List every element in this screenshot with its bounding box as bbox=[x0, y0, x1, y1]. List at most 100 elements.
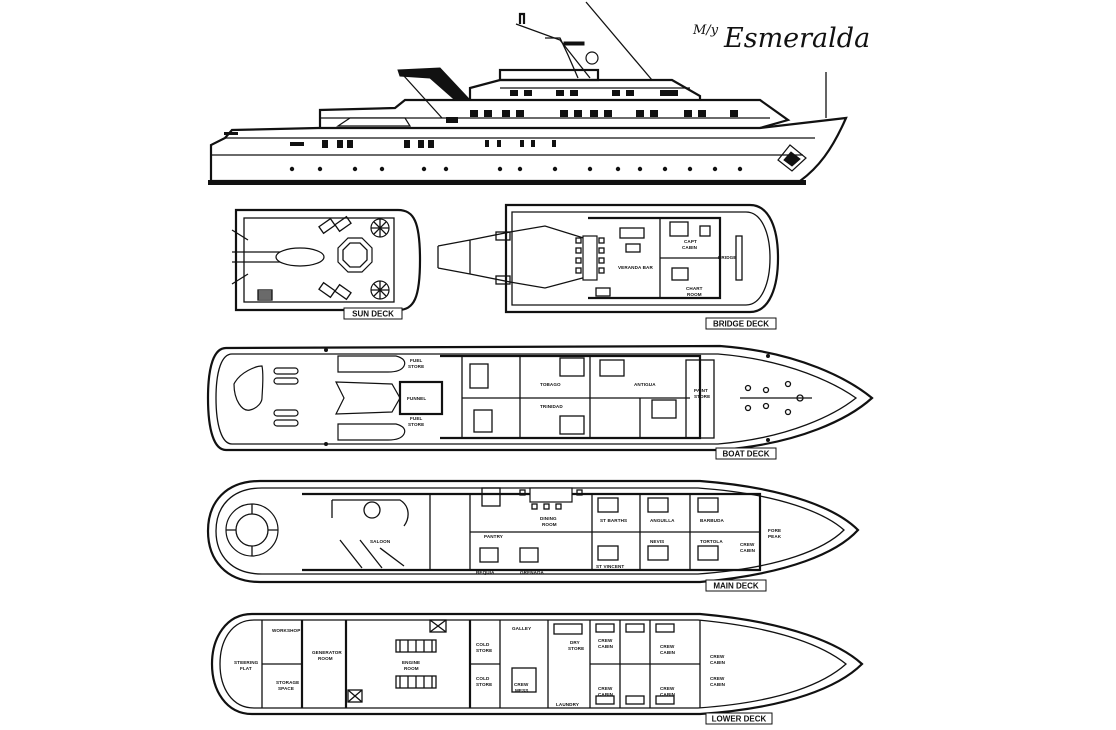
label-cabin-trinidad: TRINIDAD bbox=[540, 404, 563, 409]
bridge-deck-label-box bbox=[705, 317, 777, 330]
boat-jetski bbox=[233, 365, 264, 411]
label-crew-cabin-e-1: CREW bbox=[660, 686, 675, 691]
profile-wheelhouse bbox=[498, 68, 600, 82]
label-laundry: LAUNDRY bbox=[556, 702, 579, 707]
lower-deck-label: LOWER DECK bbox=[712, 715, 767, 724]
sun-deck-stairs bbox=[257, 289, 273, 301]
label-capt-cabin-1: CAPT bbox=[684, 239, 697, 244]
sun-deck-label-box bbox=[343, 307, 403, 320]
label-storage-space-2: SPACE bbox=[278, 686, 294, 691]
label-bridge: BRIDGE bbox=[718, 255, 736, 260]
sun-deck-inner bbox=[243, 217, 395, 303]
profile-waterline bbox=[208, 180, 806, 185]
label-main-crew-cabin-1: CREW bbox=[740, 542, 755, 547]
boat-deck-bollards bbox=[324, 348, 770, 446]
label-crew-cabin-d-1: CREW bbox=[598, 686, 613, 691]
profile-funnel-wing bbox=[397, 67, 472, 101]
lower-deck-label-box bbox=[705, 712, 773, 725]
profile-antenna-rod bbox=[585, 1, 653, 81]
lower-engines bbox=[395, 639, 437, 689]
label-engine-room-2: ROOM bbox=[404, 666, 419, 671]
boat-cabin-beds bbox=[469, 357, 677, 435]
main-saloon-sofa bbox=[331, 499, 409, 527]
boat-tender-top bbox=[337, 355, 406, 373]
label-chart-room-1: CHART bbox=[686, 286, 703, 291]
sun-deck-plan: SUN DECK bbox=[231, 208, 422, 320]
label-cabin-bequia: BEQUIA bbox=[476, 570, 495, 575]
boat-tender-bottom bbox=[337, 423, 406, 441]
label-galley: GALLEY bbox=[512, 626, 531, 631]
bridge-table bbox=[582, 235, 598, 281]
label-fuel-store-bottom-1: FUEL bbox=[410, 416, 422, 421]
sun-deck-outline bbox=[234, 208, 422, 312]
label-cold-store-bottom-1: COLD bbox=[476, 676, 490, 681]
lower-deck-inner bbox=[219, 619, 848, 709]
label-crew-cabin-e-2: CABIN bbox=[660, 692, 676, 697]
sun-deck-mast bbox=[231, 229, 292, 285]
label-workshop: WORKSHOP bbox=[272, 628, 300, 633]
label-paint-store-2: STORE bbox=[694, 394, 710, 399]
bridge-deck-inner bbox=[511, 211, 771, 306]
label-cabin-tortola: TORTOLA bbox=[700, 539, 723, 544]
boat-deck-label: BOAT DECK bbox=[723, 450, 770, 459]
main-game-table bbox=[481, 487, 501, 507]
profile-radar-dome bbox=[585, 51, 599, 65]
label-paint-store-1: PAINT bbox=[694, 388, 708, 393]
label-pantry: PANTRY bbox=[484, 534, 503, 539]
bridge-console bbox=[735, 235, 743, 281]
bridge-deck-outline bbox=[504, 203, 780, 314]
boat-funnel bbox=[398, 380, 444, 416]
boat-deck-fittings bbox=[740, 380, 812, 416]
main-deck-inner bbox=[215, 487, 845, 575]
lower-deck-plan: WORKSHOP STEERING FLAT GENERATOR ROOM ST… bbox=[210, 612, 864, 725]
label-fuel-store-top-1: FUEL bbox=[410, 358, 422, 363]
label-cold-store-top-2: STORE bbox=[476, 648, 492, 653]
label-cabin-st-barths: ST BARTHS bbox=[600, 518, 627, 523]
profile-house-windows bbox=[446, 110, 738, 123]
label-fuel-store-top-2: STORE bbox=[408, 364, 424, 369]
label-capt-cabin-2: CABIN bbox=[682, 245, 698, 250]
label-storage-space-1: STORAGE bbox=[276, 680, 299, 685]
label-crew-cabin-c-2: CABIN bbox=[710, 660, 726, 665]
label-cold-store-top-1: COLD bbox=[476, 642, 490, 647]
label-cabin-anguilla: ANGUILLA bbox=[650, 518, 675, 523]
label-cabin-barbuda: BARBUDA bbox=[700, 518, 725, 523]
profile-deckhouse bbox=[318, 98, 791, 130]
label-cabin-grenada: GRENADA bbox=[520, 570, 545, 575]
label-crew-mess-2: MESS bbox=[515, 688, 528, 693]
boat-cabin-block bbox=[440, 354, 702, 440]
label-cabin-st-vincent: ST VINCENT bbox=[596, 564, 624, 569]
sun-deck-label: SUN DECK bbox=[352, 310, 394, 319]
bridge-deck-label: BRIDGE DECK bbox=[713, 320, 769, 329]
boat-deck-inner bbox=[215, 353, 858, 445]
title-name: Esmeralda bbox=[723, 23, 870, 54]
label-steering-flat-1: STEERING bbox=[234, 660, 259, 665]
label-funnel: FUNNEL bbox=[407, 396, 426, 401]
main-deck-plan: SALOON PANTRY DINING ROOM FORE PEAK CREW… bbox=[206, 479, 860, 592]
side-profile bbox=[208, 1, 848, 185]
main-dining-table bbox=[529, 487, 573, 503]
boat-deck-dinghy bbox=[335, 381, 401, 415]
main-cabin-beds bbox=[479, 497, 719, 563]
sun-deck-jacuzzi-inner bbox=[342, 242, 368, 268]
profile-portholes bbox=[289, 166, 743, 172]
label-crew-cabin-f-1: CREW bbox=[710, 676, 725, 681]
sun-deck-dome bbox=[275, 247, 325, 267]
label-veranda-bar: VERANDA BAR bbox=[618, 265, 653, 270]
label-crew-cabin-a-1: CREW bbox=[598, 638, 613, 643]
label-crew-cabin-a-2: CABIN bbox=[598, 644, 614, 649]
label-fore-peak-2: PEAK bbox=[768, 534, 782, 539]
label-crew-cabin-d-2: CABIN bbox=[598, 692, 614, 697]
profile-mast-brace bbox=[545, 37, 579, 79]
label-crew-mess-1: CREW bbox=[514, 682, 529, 687]
label-cabin-antigua: ANTIGUA bbox=[634, 382, 656, 387]
sun-deck-loungers bbox=[318, 215, 352, 301]
label-fore-peak-1: FORE bbox=[768, 528, 781, 533]
yacht-title: M/y Esmeralda bbox=[692, 23, 870, 54]
label-dry-store-1: DRY bbox=[570, 640, 580, 645]
profile-upper-windows bbox=[510, 90, 678, 96]
profile-hull bbox=[209, 116, 848, 183]
main-deck-label: MAIN DECK bbox=[713, 582, 759, 591]
label-cabin-nevis: NEVIS bbox=[650, 539, 664, 544]
